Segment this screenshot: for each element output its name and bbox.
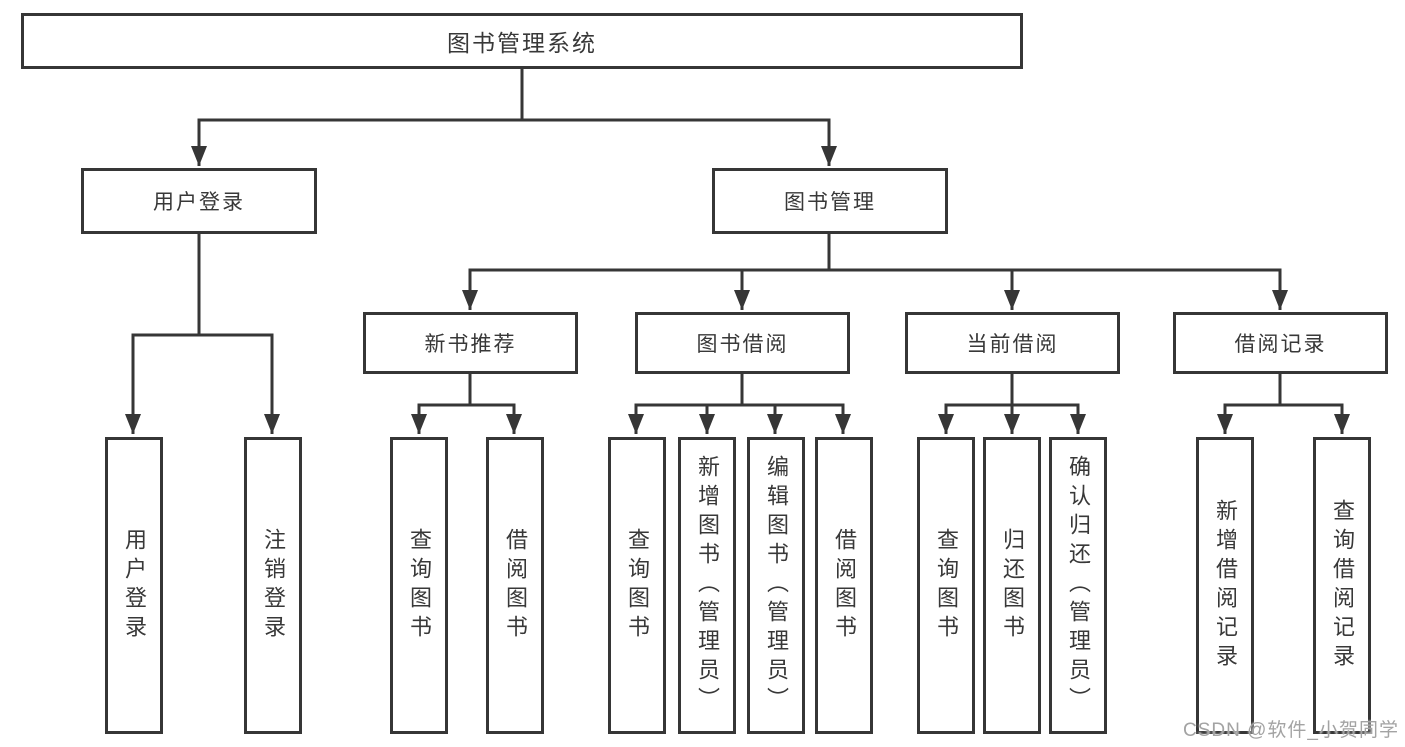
node-new-book-recommend: 新书推荐 (363, 312, 578, 374)
leaf-borrow-books-recommend-label: 借阅图书 (503, 527, 528, 644)
node-user-login: 用户登录 (81, 168, 317, 234)
leaf-add-borrow-record: 新增借阅记录 (1196, 437, 1254, 734)
leaf-query-books-borrowing-label: 查询图书 (625, 527, 650, 644)
leaf-add-books-admin: 新增图书（管理员） (678, 437, 736, 734)
leaf-user-login: 用户登录 (105, 437, 163, 734)
node-book-management: 图书管理 (712, 168, 948, 234)
node-root: 图书管理系统 (21, 13, 1023, 69)
leaf-query-books-borrowing: 查询图书 (608, 437, 666, 734)
leaf-logout: 注销登录 (244, 437, 302, 734)
leaf-confirm-return-admin-label: 确认归还（管理员） (1066, 455, 1091, 716)
node-borrowing-records: 借阅记录 (1173, 312, 1388, 374)
node-book-borrowing: 图书借阅 (635, 312, 850, 374)
leaf-query-books-current: 查询图书 (917, 437, 975, 734)
leaf-query-borrow-record: 查询借阅记录 (1313, 437, 1371, 734)
leaf-borrow-books-borrowing: 借阅图书 (815, 437, 873, 734)
leaf-add-borrow-record-label: 新增借阅记录 (1213, 498, 1238, 673)
leaf-query-borrow-record-label: 查询借阅记录 (1330, 498, 1355, 673)
leaf-return-books-label: 归还图书 (1000, 527, 1025, 644)
leaf-borrow-books-borrowing-label: 借阅图书 (832, 527, 857, 644)
node-current-borrowing: 当前借阅 (905, 312, 1120, 374)
leaf-logout-label: 注销登录 (261, 527, 286, 644)
leaf-borrow-books-recommend: 借阅图书 (486, 437, 544, 734)
leaf-return-books: 归还图书 (983, 437, 1041, 734)
leaf-query-books-current-label: 查询图书 (934, 527, 959, 644)
leaf-query-books-recommend-label: 查询图书 (407, 527, 432, 644)
leaf-add-books-admin-label: 新增图书（管理员） (695, 455, 720, 716)
leaf-edit-books-admin: 编辑图书（管理员） (747, 437, 805, 734)
leaf-user-login-label: 用户登录 (122, 527, 147, 644)
csdn-watermark: CSDN @软件_小贺同学 (1183, 720, 1399, 741)
leaf-query-books-recommend: 查询图书 (390, 437, 448, 734)
leaf-edit-books-admin-label: 编辑图书（管理员） (764, 455, 789, 716)
leaf-confirm-return-admin: 确认归还（管理员） (1049, 437, 1107, 734)
